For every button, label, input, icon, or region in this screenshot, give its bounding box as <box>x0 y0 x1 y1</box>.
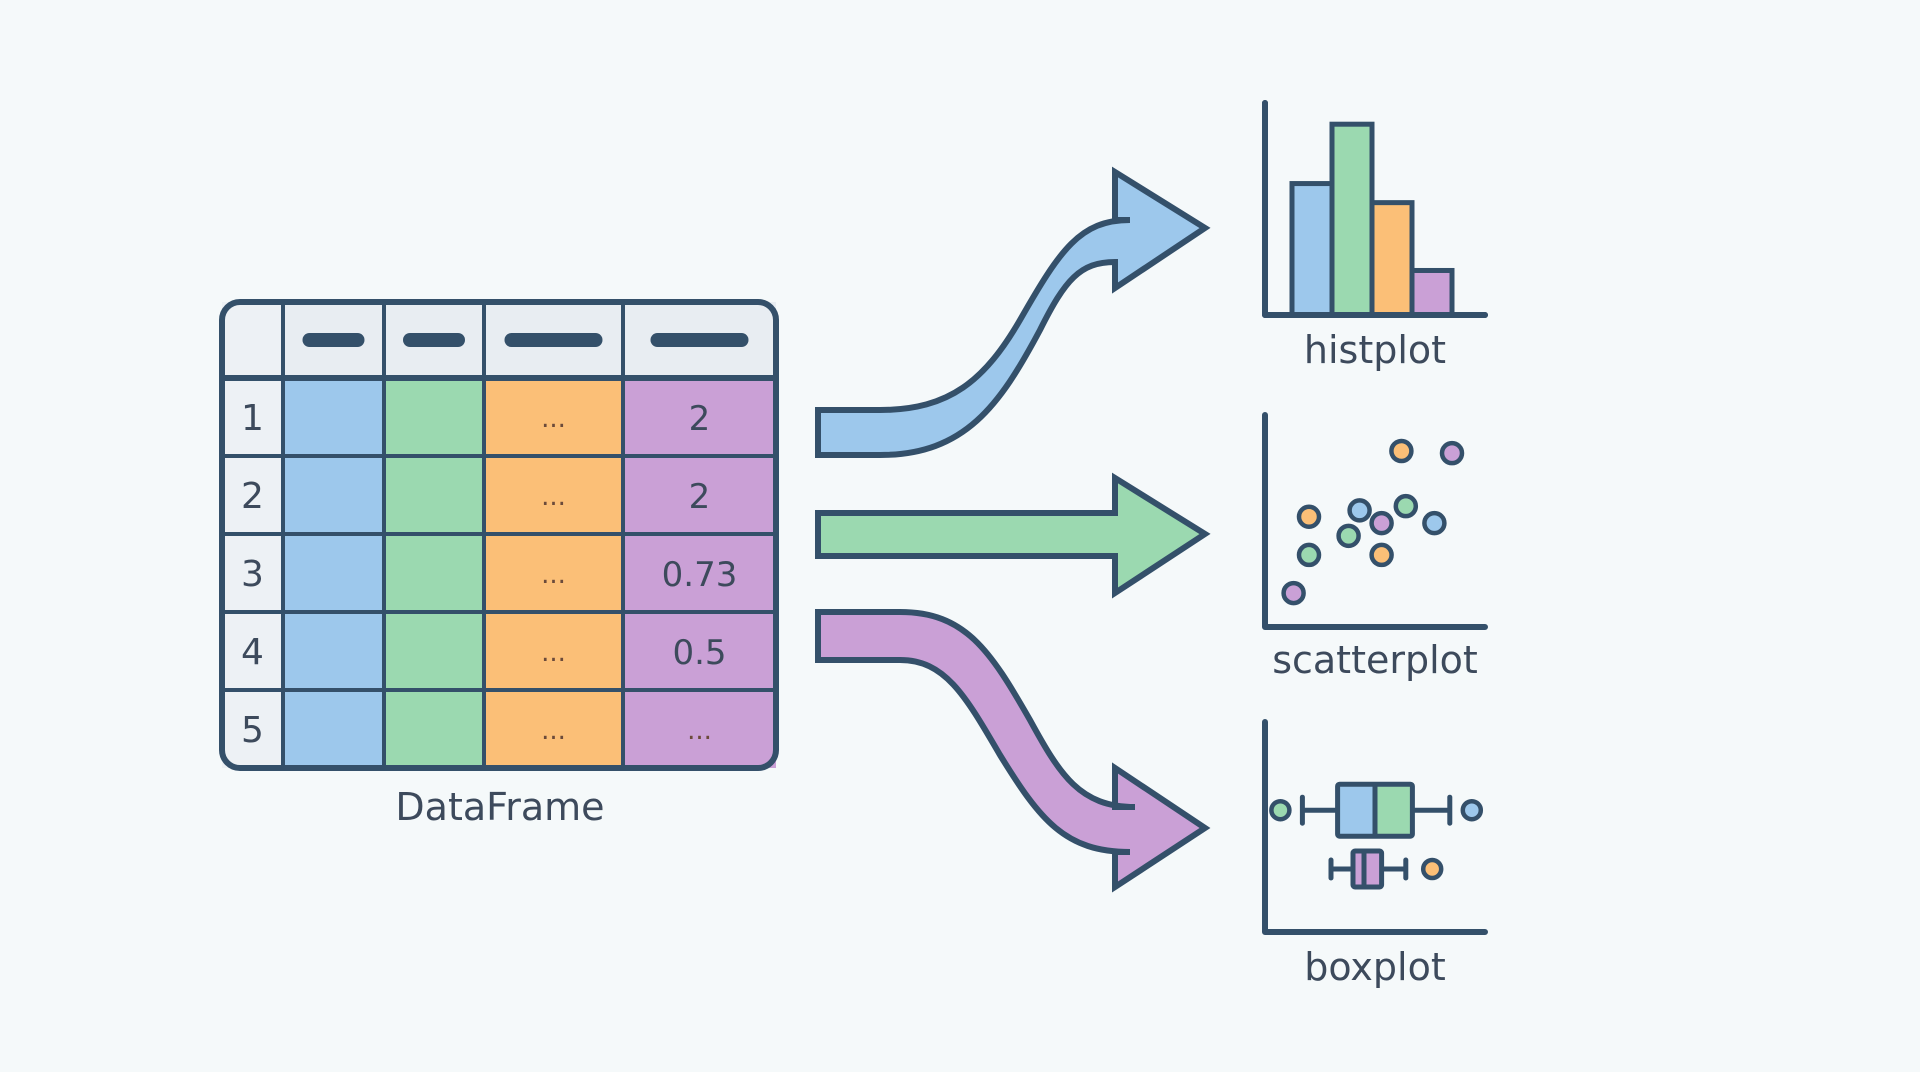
cell-value: ... <box>541 404 566 434</box>
box-outline <box>1350 848 1385 890</box>
box-lower-half <box>1337 784 1375 837</box>
cell-value: ... <box>541 482 566 512</box>
header-cell <box>222 302 283 378</box>
scatter-point <box>1389 438 1414 464</box>
axis-lines <box>1262 100 1488 318</box>
scatter-point <box>1422 510 1447 536</box>
outlier-point <box>1460 798 1484 822</box>
dataframe-label: DataFrame <box>395 785 605 829</box>
data-cell <box>384 378 484 456</box>
data-cell <box>283 378 384 456</box>
scatter-point <box>1439 440 1465 466</box>
cell-value: ... <box>541 638 566 668</box>
arrow-to-scatterplot <box>815 472 1211 599</box>
scatterplot-icon <box>1262 412 1488 630</box>
row-index-cell <box>222 378 283 456</box>
row-index-cell <box>222 456 283 534</box>
boxplot-icon <box>1262 719 1488 935</box>
row-index: 3 <box>241 554 264 595</box>
cell-value: 2 <box>689 477 711 517</box>
arrow-to-histplot <box>815 166 1211 458</box>
scatterplot-label: scatterplot <box>1272 638 1478 682</box>
scatter-point <box>1296 504 1322 530</box>
row-index-cell <box>222 612 283 690</box>
data-cell <box>283 456 384 534</box>
row-index-cell <box>222 690 283 768</box>
data-cell <box>623 612 776 690</box>
box-upper-half <box>1375 784 1413 837</box>
scatter-point <box>1393 493 1419 519</box>
row-index-cell <box>222 534 283 612</box>
row-index: 5 <box>241 710 264 751</box>
data-cell <box>484 378 623 456</box>
data-cell <box>484 612 623 690</box>
scatter-point <box>1347 498 1372 523</box>
arrow-to-boxplot <box>815 609 1211 893</box>
scatter-point <box>1296 542 1322 568</box>
outlier-point <box>1269 798 1292 822</box>
dataframe-table: 1... 2 2... 2 3... 0.73 4... 0.5 5...... <box>219 299 779 771</box>
arrows <box>815 166 1211 893</box>
row-index: 2 <box>241 476 264 517</box>
data-cell <box>484 690 623 768</box>
data-cell <box>283 534 384 612</box>
box-upper-half <box>1364 851 1382 887</box>
data-cell <box>623 378 776 456</box>
scatter-point <box>1281 580 1306 606</box>
cell-value: 0.5 <box>672 633 726 673</box>
data-cell <box>623 456 776 534</box>
table-border <box>219 299 779 771</box>
histogram-bar <box>1329 121 1375 318</box>
cell-value: ... <box>541 560 566 590</box>
scatter-point <box>1369 510 1394 536</box>
data-cell <box>623 690 776 768</box>
axis-lines <box>1262 412 1488 630</box>
box-lower-half <box>1353 851 1364 887</box>
cell-value: ... <box>541 716 566 746</box>
boxplot-label: boxplot <box>1304 945 1446 989</box>
cell-value: 0.73 <box>662 555 738 595</box>
data-cell <box>623 534 776 612</box>
cell-value: 2 <box>689 399 711 439</box>
data-cell <box>384 690 484 768</box>
data-cell <box>384 456 484 534</box>
scatter-point <box>1336 523 1361 549</box>
row-index: 4 <box>241 632 264 673</box>
outlier-point <box>1420 857 1444 881</box>
data-cell <box>484 456 623 534</box>
histogram-bar <box>1369 200 1415 318</box>
histplot-icon <box>1262 100 1488 318</box>
data-cell <box>384 612 484 690</box>
histogram-bar <box>1409 267 1455 318</box>
histogram-bar <box>1289 181 1335 318</box>
row-index: 1 <box>241 398 264 439</box>
data-cell <box>484 534 623 612</box>
data-cell <box>283 612 384 690</box>
data-cell <box>384 534 484 612</box>
scatter-point <box>1369 542 1394 568</box>
data-cell <box>283 690 384 768</box>
histplot-label: histplot <box>1303 328 1447 372</box>
axis-lines <box>1262 719 1488 935</box>
cell-value: ... <box>687 716 712 746</box>
